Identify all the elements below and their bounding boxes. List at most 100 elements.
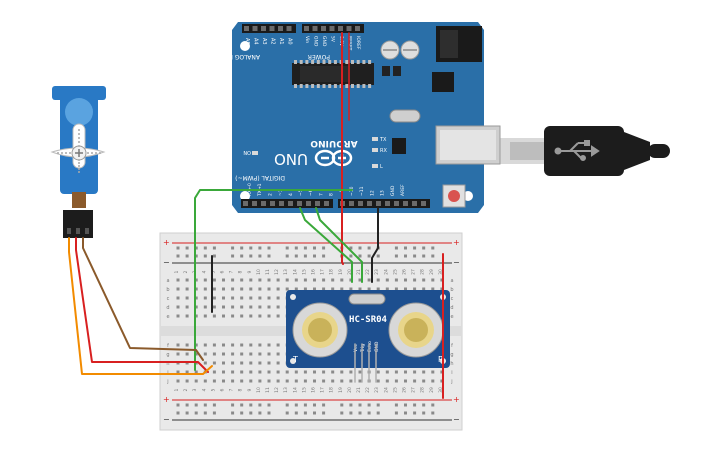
breadboard-hole[interactable] [276, 287, 280, 291]
breadboard-hole[interactable] [276, 314, 280, 318]
breadboard-hole[interactable] [194, 379, 198, 383]
breadboard-hole[interactable] [276, 305, 280, 309]
breadboard-hole[interactable] [431, 246, 435, 250]
breadboard-hole[interactable] [240, 296, 244, 300]
breadboard-hole[interactable] [194, 370, 198, 374]
breadboard-hole[interactable] [413, 254, 417, 258]
breadboard-hole[interactable] [240, 287, 244, 291]
header-pin[interactable] [278, 26, 283, 31]
breadboard-hole[interactable] [194, 352, 198, 356]
breadboard-hole[interactable] [413, 370, 417, 374]
header-pin[interactable] [338, 26, 343, 31]
breadboard-hole[interactable] [267, 361, 271, 365]
breadboard-hole[interactable] [240, 305, 244, 309]
breadboard-hole[interactable] [385, 287, 389, 291]
breadboard-hole[interactable] [249, 246, 253, 250]
header-pin[interactable] [244, 26, 249, 31]
breadboard-hole[interactable] [358, 379, 362, 383]
breadboard-hole[interactable] [313, 411, 316, 415]
breadboard-hole[interactable] [222, 379, 225, 383]
breadboard-hole[interactable] [267, 379, 271, 383]
breadboard-hole[interactable] [285, 403, 289, 407]
breadboard-hole[interactable] [212, 361, 216, 365]
wire-servo-red[interactable] [75, 237, 209, 373]
digital-pin[interactable] [358, 201, 363, 206]
breadboard-hole[interactable] [231, 287, 235, 291]
breadboard-hole[interactable] [240, 246, 244, 250]
breadboard-hole[interactable] [258, 278, 262, 282]
breadboard-hole[interactable] [176, 246, 180, 250]
breadboard-hole[interactable] [294, 379, 298, 383]
breadboard-hole[interactable] [331, 379, 335, 383]
breadboard-hole[interactable] [404, 278, 407, 282]
breadboard-hole[interactable] [367, 287, 371, 291]
breadboard-hole[interactable] [240, 411, 244, 415]
breadboard-hole[interactable] [431, 403, 435, 407]
digital-pin[interactable] [412, 201, 417, 206]
breadboard-hole[interactable] [367, 411, 371, 415]
breadboard-hole[interactable] [413, 287, 417, 291]
breadboard-hole[interactable] [422, 246, 426, 250]
breadboard-hole[interactable] [185, 314, 189, 318]
breadboard-hole[interactable] [394, 246, 398, 250]
digital-pin[interactable] [367, 201, 372, 206]
breadboard-hole[interactable] [185, 352, 189, 356]
breadboard-hole[interactable] [376, 287, 380, 291]
breadboard-hole[interactable] [313, 254, 316, 258]
breadboard-hole[interactable] [203, 296, 207, 300]
breadboard-hole[interactable] [212, 343, 216, 347]
digital-pin[interactable] [297, 201, 302, 206]
breadboard-hole[interactable] [404, 370, 407, 374]
digital-pin[interactable] [349, 201, 354, 206]
breadboard-hole[interactable] [440, 278, 444, 282]
breadboard-hole[interactable] [422, 278, 426, 282]
digital-pin[interactable] [385, 201, 390, 206]
wire-gnd-black[interactable] [371, 207, 379, 283]
breadboard-hole[interactable] [294, 254, 298, 258]
breadboard-hole[interactable] [322, 411, 326, 415]
breadboard-hole[interactable] [222, 343, 225, 347]
header-pin[interactable] [252, 26, 258, 31]
breadboard-hole[interactable] [394, 287, 398, 291]
breadboard-hole[interactable] [404, 246, 407, 250]
breadboard-hole[interactable] [358, 278, 362, 282]
breadboard-hole[interactable] [176, 287, 180, 291]
wire-echo-green[interactable] [315, 207, 363, 283]
breadboard-hole[interactable] [349, 411, 353, 415]
breadboard-hole[interactable] [249, 370, 253, 374]
digital-pin[interactable] [376, 201, 381, 206]
breadboard-hole[interactable] [322, 370, 326, 374]
breadboard-hole[interactable] [413, 403, 417, 407]
digital-pin[interactable] [279, 201, 284, 206]
micro-servo[interactable] [50, 86, 106, 238]
breadboard-hole[interactable] [176, 352, 180, 356]
breadboard-hole[interactable] [267, 411, 271, 415]
breadboard-hole[interactable] [285, 287, 289, 291]
breadboard-hole[interactable] [340, 379, 344, 383]
header-pin[interactable] [355, 26, 360, 31]
breadboard-hole[interactable] [194, 314, 198, 318]
breadboard-hole[interactable] [267, 314, 271, 318]
wire-5v-red[interactable] [341, 32, 344, 265]
breadboard-hole[interactable] [331, 287, 335, 291]
breadboard-hole[interactable] [249, 287, 253, 291]
breadboard-hole[interactable] [203, 254, 207, 258]
breadboard-hole[interactable] [185, 403, 189, 407]
breadboard-hole[interactable] [394, 379, 398, 383]
breadboard-hole[interactable] [267, 296, 271, 300]
breadboard-hole[interactable] [285, 370, 289, 374]
breadboard-hole[interactable] [249, 296, 253, 300]
breadboard-hole[interactable] [176, 305, 180, 309]
breadboard-hole[interactable] [413, 246, 417, 250]
header-pin[interactable] [269, 26, 275, 31]
breadboard-hole[interactable] [258, 305, 262, 309]
breadboard-hole[interactable] [176, 343, 180, 347]
breadboard-hole[interactable] [367, 278, 371, 282]
breadboard-hole[interactable] [240, 361, 244, 365]
breadboard-hole[interactable] [203, 379, 207, 383]
breadboard-hole[interactable] [367, 403, 371, 407]
breadboard-hole[interactable] [394, 411, 398, 415]
breadboard-hole[interactable] [258, 379, 262, 383]
digital-pin[interactable] [324, 201, 329, 206]
breadboard-hole[interactable] [185, 287, 189, 291]
